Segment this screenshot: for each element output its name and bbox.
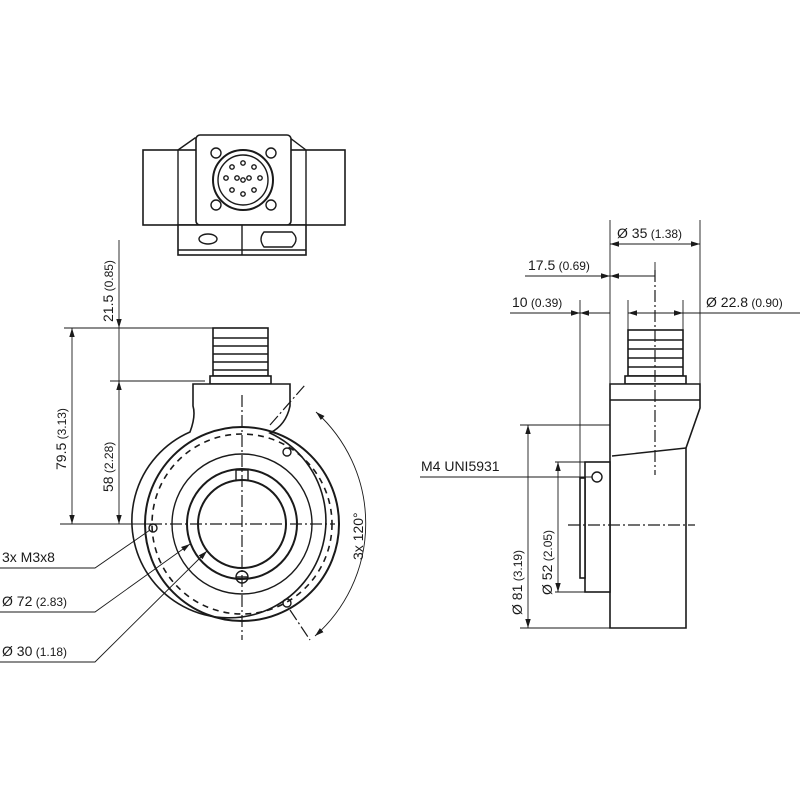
screw-hole-icon [282,447,292,457]
flange-screw-icon [210,147,222,159]
front-view [131,327,340,641]
dim-label-10: 10 (0.39) [512,294,562,310]
dim-label-d22-8: Ø 22.8 (0.90) [706,294,783,310]
screw-hole-icon [282,598,292,608]
clamp-slot-icon [260,231,297,248]
dim-label-79-5: 79.5 (3.13) [53,408,69,470]
dim-label-d35: Ø 35 (1.38) [617,225,682,241]
flange-screw-icon [265,147,277,159]
dim-label-58: 58 (2.28) [100,442,116,492]
dim-label-21-5: 21.5 (0.85) [100,260,116,322]
connector-pins [223,160,263,197]
dim-label-thread: M4 UNI5931 [421,458,500,474]
clamp-hole-icon [198,233,218,245]
front-housing [131,383,327,619]
top-view [142,134,346,256]
dim-label-d30: Ø 30 (1.18) [2,643,67,659]
dim-label-d72: Ø 72 (2.83) [2,593,67,609]
connector-inner-ring [217,154,269,206]
flange-screw-icon [265,199,277,211]
side-dimensions [420,220,800,629]
dim-label-d52: Ø 52 (2.05) [539,530,555,595]
side-shaft-collar [584,461,611,593]
dim-label-d81: Ø 81 (3.19) [509,550,525,615]
front-connector [212,327,269,377]
dim-label-angle: 3x 120° [350,512,366,560]
dim-label-screws: 3x M3x8 [2,549,55,565]
front-dimensions [0,240,367,663]
flange-screw-icon [210,199,222,211]
connector-outer-ring [212,149,274,211]
side-view [568,270,701,629]
connector-flange [195,134,292,226]
dim-label-17-5: 17.5 (0.69) [528,257,590,273]
